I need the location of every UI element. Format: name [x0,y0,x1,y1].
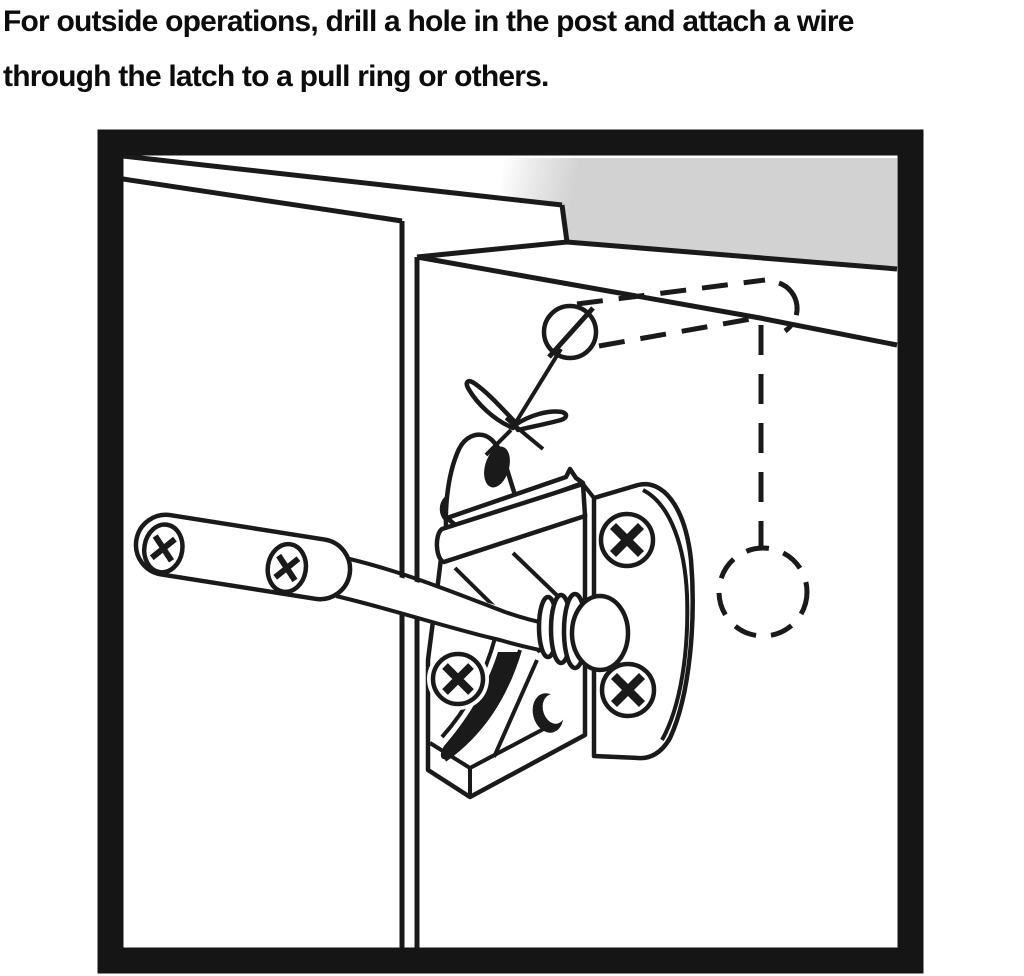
dashed-exit-circle [716,545,810,639]
latch-pin [536,591,631,673]
fence-post [416,239,898,348]
instruction-line-1: For outside operations, drill a hole in … [3,5,854,38]
dashed-drill-guides [576,277,810,639]
plate-screw-bottom [599,661,657,719]
lever-slot [484,446,510,488]
drill-hole-marker [541,303,599,361]
strike-arm-plate [133,512,353,602]
wire-knot [464,378,569,457]
illustration-frame [97,129,924,974]
instruction-line-2: through the latch to a pull ring or othe… [3,60,549,93]
sky-gray-area [502,158,897,268]
body-screw [427,648,489,710]
strike-arm-rod [315,555,565,654]
instruction-text: For outside operations, drill a hole in … [3,0,1023,104]
hook-shadow [440,652,519,760]
wire [511,347,563,429]
countersunk-hole [532,693,566,733]
strike-screw-1 [141,522,185,575]
plate-screw-top [598,511,656,569]
strike-screw-2 [265,541,309,595]
latch-top-bar [434,466,588,565]
